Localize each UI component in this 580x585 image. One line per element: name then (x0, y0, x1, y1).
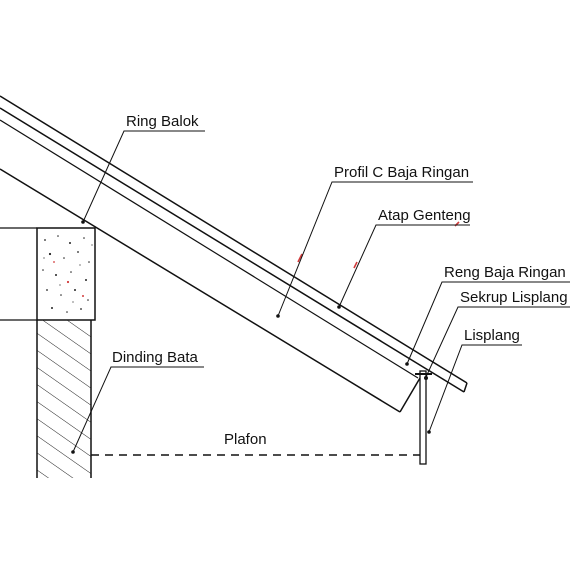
dinding-bata-wall (36, 320, 92, 478)
roof-slope (0, 95, 468, 413)
label-atap-genteng: Atap Genteng (378, 207, 471, 224)
leader-lines (71, 130, 570, 454)
label-profil-c-baja-ringan: Profil C Baja Ringan (334, 164, 469, 181)
ring-balok-beam (36, 227, 96, 321)
wall-ledge-lines (0, 227, 37, 321)
label-lisplang: Lisplang (464, 327, 520, 344)
label-sekrup-lisplang: Sekrup Lisplang (460, 289, 568, 306)
lisplang-board (415, 370, 432, 465)
red-accent-marks (297, 221, 460, 269)
label-dinding-bata: Dinding Bata (112, 349, 199, 366)
label-plafon: Plafon (224, 431, 267, 448)
label-ring-balok: Ring Balok (126, 113, 199, 130)
label-reng-baja-ringan: Reng Baja Ringan (444, 264, 566, 281)
